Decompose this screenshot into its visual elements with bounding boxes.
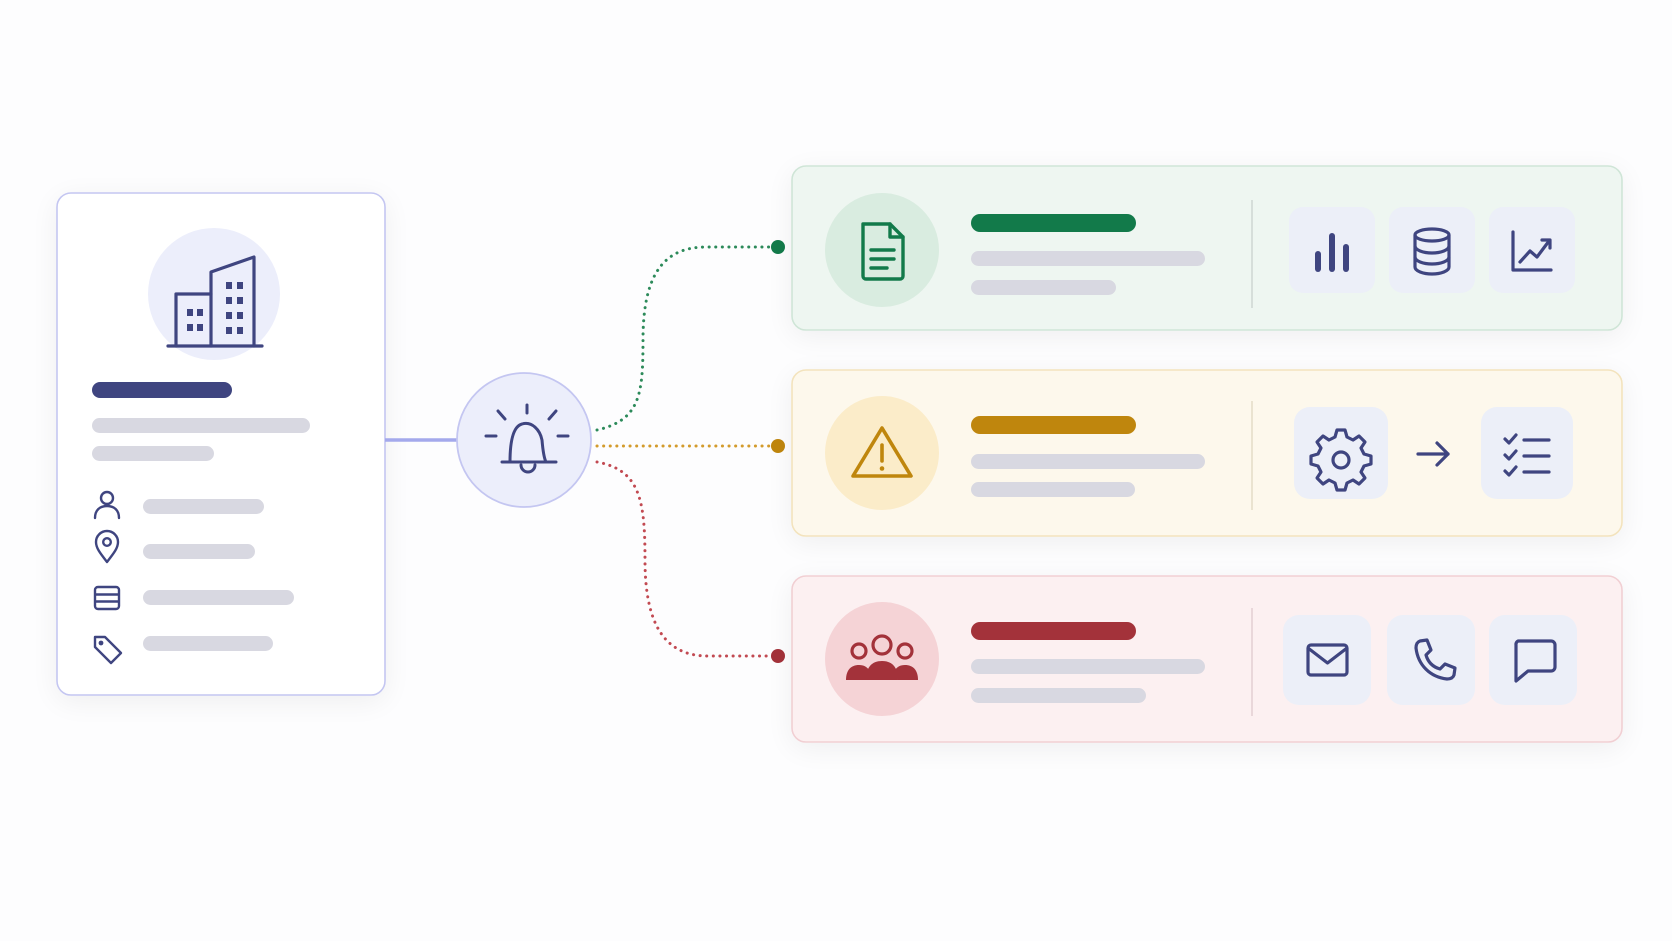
- connector-dot-green: [771, 240, 785, 254]
- branch-card-team[interactable]: [791, 575, 1623, 743]
- team-title-placeholder: [971, 622, 1136, 640]
- profile-subtitle-placeholder-short: [92, 446, 214, 461]
- profile-card[interactable]: [56, 192, 386, 696]
- team-line-placeholder-short: [971, 688, 1146, 703]
- database-icon: [1413, 227, 1451, 276]
- profile-subtitle-placeholder: [92, 418, 310, 433]
- location-pin-icon: [94, 529, 120, 564]
- branch-card-warning[interactable]: [791, 369, 1623, 537]
- database-button[interactable]: [1389, 207, 1475, 293]
- branch-connectors: [595, 245, 778, 658]
- checklist-button[interactable]: [1481, 407, 1573, 499]
- arrow-right-icon: [1416, 441, 1450, 467]
- phone-icon: [1414, 638, 1457, 681]
- team-line-placeholder: [971, 659, 1205, 674]
- chat-icon: [1514, 639, 1557, 683]
- tag-icon: [93, 635, 123, 665]
- connector-dot-red: [771, 649, 785, 663]
- phone-button[interactable]: [1387, 615, 1475, 705]
- warning-icon: [851, 426, 913, 478]
- server-icon: [93, 585, 121, 611]
- gear-button[interactable]: [1294, 407, 1388, 499]
- document-title-placeholder: [971, 214, 1136, 232]
- bell-alert-icon: [484, 403, 570, 474]
- detail-row-user: [93, 490, 264, 520]
- branch-card-document[interactable]: [791, 165, 1623, 331]
- connector-red: [595, 460, 778, 658]
- bar-chart-button[interactable]: [1289, 207, 1375, 293]
- profile-title-placeholder: [92, 382, 232, 398]
- warning-title-placeholder: [971, 416, 1136, 434]
- detail-row-location: [94, 529, 255, 564]
- alert-hub[interactable]: [456, 372, 592, 508]
- building-icon: [148, 228, 280, 360]
- warning-line-placeholder-short: [971, 482, 1135, 497]
- mail-button[interactable]: [1283, 615, 1371, 705]
- document-icon: [861, 222, 905, 281]
- chat-button[interactable]: [1489, 615, 1577, 705]
- team-icon: [846, 634, 918, 680]
- mail-icon: [1306, 643, 1349, 677]
- checklist-icon: [1503, 433, 1551, 477]
- trend-chart-button[interactable]: [1489, 207, 1575, 293]
- gear-icon: [1309, 428, 1373, 492]
- detail-row-server: [93, 585, 294, 611]
- warning-line-placeholder: [971, 454, 1205, 469]
- connector-green: [595, 245, 778, 432]
- connector-dot-yellow: [771, 439, 785, 453]
- detail-row-tag: [93, 635, 273, 665]
- trend-chart-icon: [1511, 230, 1553, 272]
- document-line-placeholder: [971, 251, 1205, 266]
- document-line-placeholder-short: [971, 280, 1116, 295]
- bar-chart-icon: [1315, 233, 1349, 272]
- user-icon: [93, 490, 121, 520]
